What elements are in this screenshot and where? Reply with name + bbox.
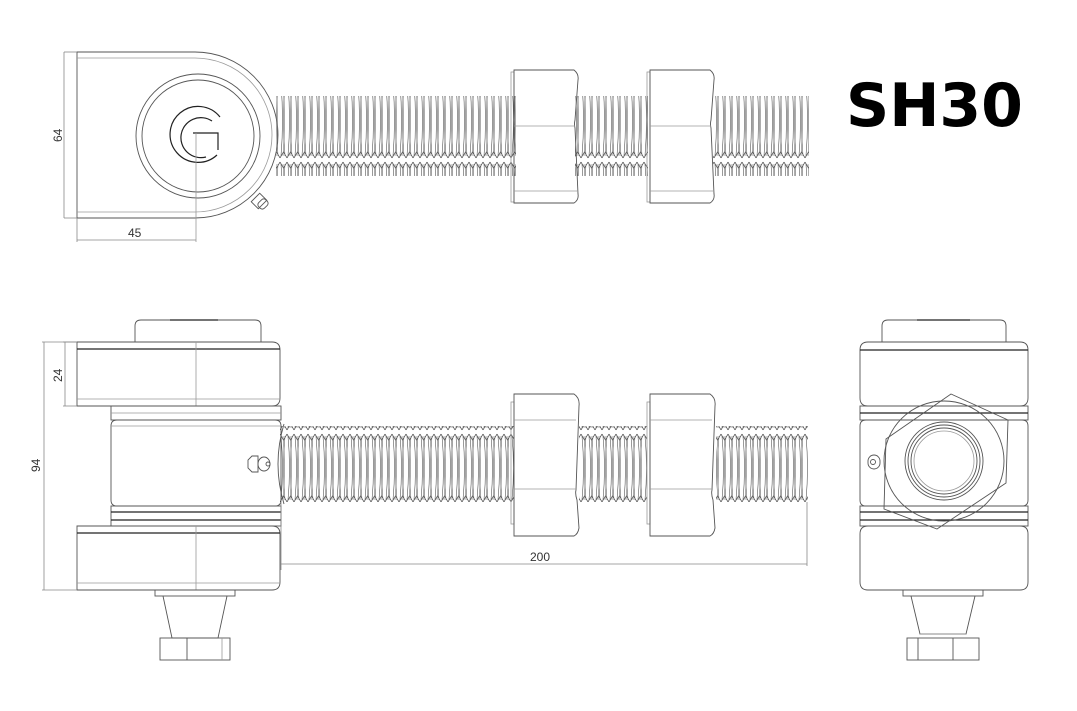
side-view — [859, 319, 1029, 661]
svg-text:94: 94 — [29, 458, 43, 472]
grease-nipple-icon — [250, 192, 269, 210]
svg-text:45: 45 — [128, 226, 142, 240]
dimension-64: 64 — [51, 51, 77, 219]
front-view: 94 24 200 — [29, 319, 808, 661]
brand-logo-icon — [169, 105, 221, 163]
top-view: 64 45 — [51, 51, 809, 242]
grease-nipple-icon — [247, 455, 271, 473]
dimension-45: 45 — [76, 218, 196, 242]
dimension-200: 200 — [280, 502, 808, 570]
hex-nut-face — [883, 393, 1009, 530]
product-title: SH30 — [846, 71, 1023, 141]
grease-nipple-icon — [867, 454, 881, 470]
svg-text:200: 200 — [530, 550, 550, 564]
nut-2 — [646, 69, 715, 204]
svg-text:24: 24 — [51, 368, 65, 382]
nut-2 — [646, 393, 716, 537]
nut-1 — [510, 393, 580, 537]
nut-1 — [510, 69, 579, 204]
dimension-24: 24 — [51, 341, 77, 407]
svg-text:64: 64 — [51, 128, 65, 142]
